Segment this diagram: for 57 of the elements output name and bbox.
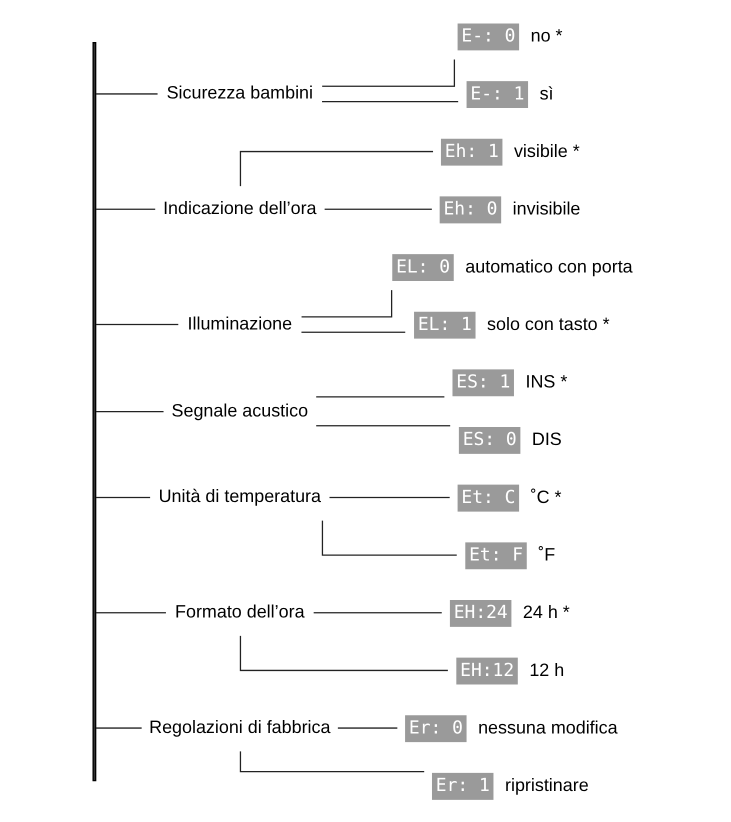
node-label: ˚F — [538, 544, 555, 565]
node-label: 12 h — [528, 660, 564, 680]
node-label: nessuna modifica — [478, 717, 618, 738]
node-box: ES: 0 — [458, 427, 520, 454]
connector — [96, 612, 166, 614]
node-box: EL: 0 — [392, 254, 454, 281]
node-label: ˚C * — [530, 486, 561, 507]
node-label: sì — [539, 83, 554, 104]
node-box: Eh: 0 — [439, 196, 501, 224]
node-label: DIS — [531, 429, 562, 450]
node-label: visibile * — [513, 140, 580, 161]
node-label: solo con tasto * — [486, 314, 610, 334]
node-text: Illuminazione — [187, 313, 292, 334]
node-text: Segnale acustico — [171, 400, 308, 420]
node-label: 24 h * — [522, 602, 570, 622]
connector — [301, 290, 392, 318]
node-box: EH:24 — [449, 600, 511, 627]
node-box: Et: F — [464, 542, 526, 570]
connector — [329, 496, 450, 498]
node-bar — [92, 42, 96, 782]
connector — [96, 411, 164, 412]
connector — [96, 208, 155, 210]
connector — [321, 520, 456, 556]
node-box: E-: 0 — [457, 23, 519, 50]
node-text: Sicurezza bambini — [166, 82, 313, 103]
node-box: Er: 1 — [431, 772, 493, 800]
connector — [337, 727, 397, 729]
node-text: Indicazione dell’ora — [162, 198, 316, 218]
connector — [324, 208, 432, 210]
connector — [96, 324, 178, 326]
connector — [322, 60, 455, 87]
connector — [316, 396, 444, 398]
connector — [316, 425, 450, 426]
node-label: INS * — [525, 372, 567, 392]
node-box: E-: 1 — [466, 81, 528, 108]
connector — [239, 636, 448, 672]
node-label: invisibile — [512, 198, 580, 219]
connector — [300, 332, 405, 333]
node-label: automatico con porta — [464, 256, 632, 276]
node-label: ripristinare — [504, 775, 588, 796]
node-text: Unità di temperatura — [158, 486, 320, 506]
connector — [239, 150, 433, 186]
node-label: no * — [530, 26, 562, 46]
node-box: EL: 1 — [414, 312, 476, 339]
connector — [322, 100, 458, 102]
node-box: Eh: 1 — [440, 138, 502, 166]
node-box: Er: 0 — [404, 715, 466, 742]
connector — [96, 727, 142, 729]
connector — [96, 93, 158, 95]
connector — [239, 751, 424, 772]
node-text: Regolazioni di fabbrica — [148, 716, 330, 737]
node-box: Et: C — [457, 484, 519, 512]
node-box: EH:12 — [456, 658, 518, 685]
node-box: ES: 1 — [452, 369, 514, 396]
node-text: Formato dell’ora — [174, 602, 304, 622]
connector — [96, 496, 150, 498]
connector — [313, 612, 442, 614]
